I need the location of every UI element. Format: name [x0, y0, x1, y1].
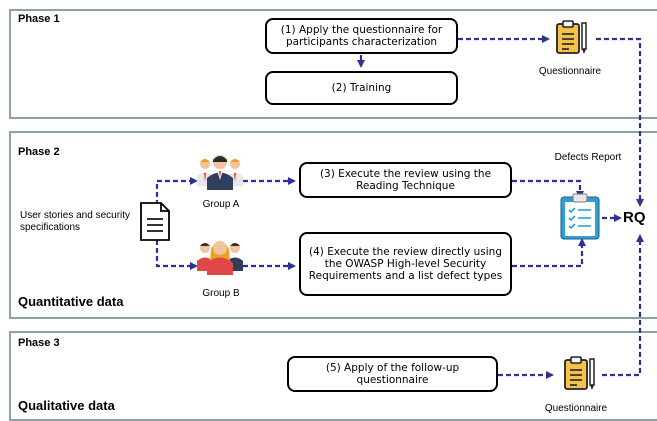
arrow-doc-to-group-b [155, 232, 198, 270]
arrow-questionnaire-to-rq [596, 37, 644, 207]
group-a-label: Group A [202, 199, 240, 210]
arrow-doc-to-group-a [155, 177, 198, 205]
clipboard-icon-bottom [564, 356, 595, 390]
defects-report-label: Defects Report [554, 152, 622, 163]
phase-1-label: Phase 1 [18, 13, 60, 25]
user-stories-label: User stories and security specifications [20, 210, 131, 233]
questionnaire-bottom-label: Questionnaire [544, 403, 608, 414]
arrow-questionnaire-bottom-to-rq [602, 234, 644, 377]
phase-3-label: Phase 3 [18, 337, 60, 349]
arrow-s3-to-report [512, 179, 584, 199]
step-5-box: (5) Apply of the follow-up questionnaire [287, 356, 498, 392]
rq-label: RQ [623, 209, 646, 226]
quantitative-data-label: Quantitative data [18, 294, 124, 309]
group-b-people-icon [197, 241, 243, 275]
group-b-label: Group B [202, 288, 240, 299]
qualitative-data-label: Qualitative data [18, 398, 115, 413]
document-icon [140, 202, 170, 241]
group-a-people-icon [197, 155, 243, 190]
step-2-box: (2) Training [265, 71, 458, 105]
step-4-box: (4) Execute the review directly using th… [299, 232, 512, 296]
questionnaire-top-label: Questionnaire [538, 66, 602, 77]
arrow-s4-to-report [512, 238, 586, 268]
clipboard-icon-top [556, 20, 587, 54]
defects-report-icon [560, 193, 600, 240]
step-1-box: (1) Apply the questionnaire for particip… [265, 18, 458, 54]
phase-2-label: Phase 2 [18, 146, 60, 158]
step-3-box: (3) Execute the review using the Reading… [299, 162, 512, 198]
